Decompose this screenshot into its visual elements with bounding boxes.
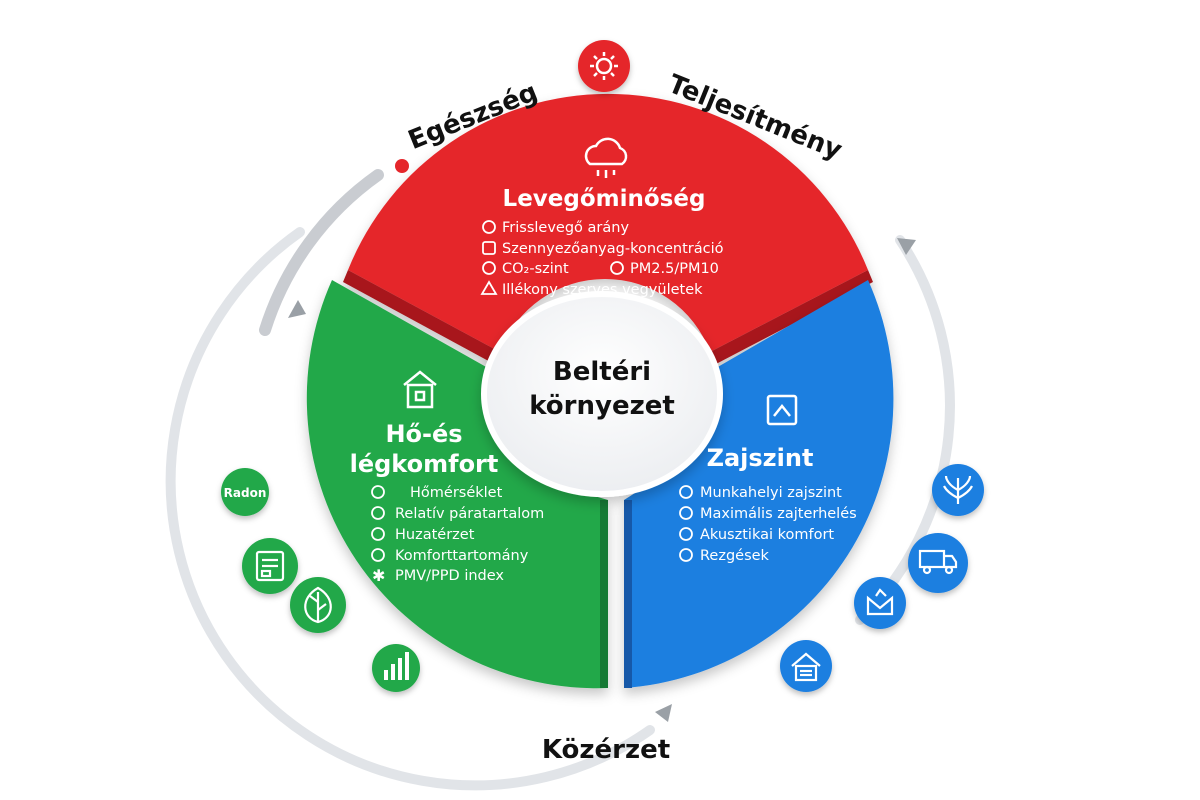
- envelope-badge: [854, 577, 906, 629]
- meter-badge: [242, 538, 298, 594]
- thermal-item-4: Komforttartomány: [395, 548, 529, 564]
- segment-noise: [624, 280, 894, 688]
- bar-chart-icon: [384, 652, 409, 680]
- air-title: Levegőminőség: [503, 186, 706, 212]
- plant-badge: [932, 464, 984, 516]
- house-icon: [791, 652, 821, 682]
- leaf-badge: [290, 577, 346, 633]
- thermal-item-2: Relatív páratartalom: [395, 506, 544, 522]
- cycle-dot: [395, 159, 409, 173]
- thermometer-icon: [371, 485, 385, 499]
- envelope-icon: [866, 588, 894, 616]
- segment-air-quality: [343, 93, 873, 364]
- cloud-icon: [584, 137, 628, 178]
- cycle-arrow-icon: [655, 704, 672, 722]
- label-wellbeing: Közérzet: [542, 735, 670, 765]
- noise-title: Zajszint: [707, 444, 814, 472]
- vibration-icon: [679, 548, 693, 562]
- thermal-item-5: PMV/PPD index: [395, 568, 504, 584]
- house-badge: [780, 640, 832, 692]
- co2-icon: [482, 261, 496, 275]
- noise-item-2: Maximális zajterhelés: [700, 506, 857, 522]
- noise-item-4: Rezgések: [700, 548, 770, 564]
- thermal-title-line1: Hő-és: [385, 420, 462, 448]
- air-item-4: PM2.5/PM10: [630, 261, 719, 277]
- center-title-line1: Beltéri: [553, 357, 651, 387]
- sun-badge: [578, 40, 630, 92]
- pm-icon: [610, 261, 624, 275]
- air-item-5: Illékony szerves vegyületek: [502, 282, 703, 298]
- center-disc: [481, 291, 723, 497]
- cycle-arrow-icon: [288, 300, 306, 318]
- radon-badge: Radon: [221, 468, 269, 516]
- gauge-icon: [482, 220, 496, 234]
- sun-icon: [590, 52, 618, 80]
- truck-badge: [908, 533, 968, 593]
- thermal-title-line2: légkomfort: [350, 450, 499, 478]
- house-temperature-icon: [403, 370, 437, 409]
- voc-icon: [480, 280, 498, 295]
- outer-cycle-ring: [165, 159, 955, 791]
- center-title-line2: környezet: [529, 391, 675, 421]
- noise-item-1: Munkahelyi zajszint: [700, 485, 842, 501]
- leaf-icon: [304, 586, 332, 624]
- acoustic-icon: [679, 527, 693, 541]
- meter-icon: [255, 550, 285, 582]
- sound-panel-icon: [766, 394, 798, 426]
- bar-chart-badge: [372, 644, 420, 692]
- humidity-icon: [371, 506, 385, 520]
- air-item-3: CO₂-szint: [502, 261, 569, 277]
- noise-item-3: Akusztikai komfort: [700, 527, 834, 543]
- workplace-noise-icon: [679, 485, 693, 499]
- air-item-1: Frisslevegő arány: [502, 220, 629, 236]
- cycle-arrow-icon: [897, 238, 916, 255]
- plant-icon: [943, 475, 973, 504]
- comfort-range-icon: [371, 548, 385, 562]
- snowflake-icon: ✱: [372, 566, 385, 585]
- draft-icon: [371, 527, 385, 541]
- particles-icon: [482, 241, 496, 255]
- thermal-item-1: Hőmérséklet: [410, 485, 503, 501]
- truck-icon: [918, 549, 958, 575]
- radon-label: Radon: [224, 486, 267, 500]
- air-item-2: Szennyezőanyag-koncentráció: [502, 241, 724, 257]
- segment-thermal-comfort: [306, 280, 608, 689]
- max-noise-icon: [679, 506, 693, 520]
- thermal-item-3: Huzatérzet: [395, 527, 475, 543]
